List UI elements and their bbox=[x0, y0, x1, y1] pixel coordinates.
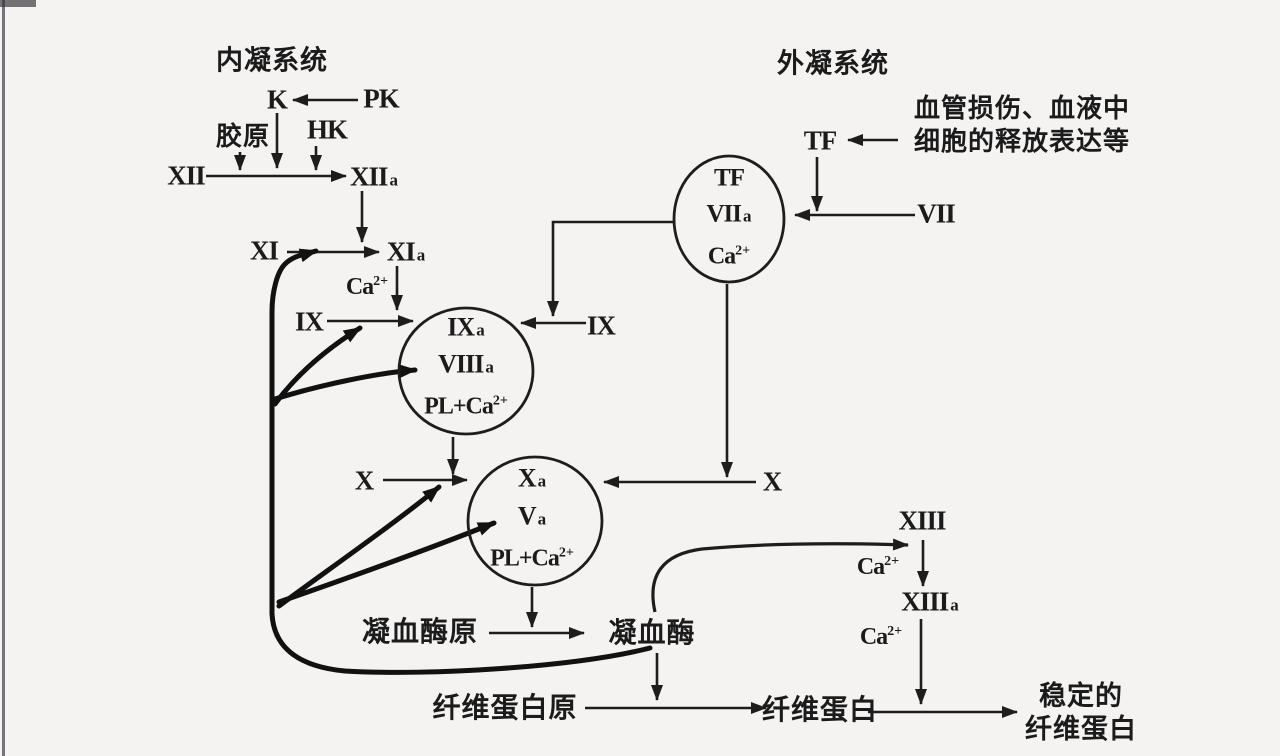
ca2-label-xiiia: Ca2+ bbox=[859, 624, 903, 650]
factor-vii-label: VII bbox=[917, 198, 956, 229]
feedback-trunk-thrombin-to-xi bbox=[269, 248, 653, 675]
pl-ca2-label-prothrombinase: PL+Ca2+ bbox=[490, 545, 574, 572]
stable-fibrin-label: 稳定的 纤维蛋白 bbox=[1025, 680, 1137, 746]
factor-xi-label: XI bbox=[249, 235, 279, 266]
intrinsic-system-title: 内凝系统 bbox=[216, 45, 328, 76]
vessel-injury-line2: 细胞的释放表达等 bbox=[913, 126, 1131, 156]
tf-in-circle-label: TF bbox=[714, 164, 745, 192]
hk-label: HK bbox=[306, 114, 348, 145]
vessel-injury-text: 血管损伤、血液中 细胞的释放表达等 bbox=[914, 92, 1130, 158]
fibrin-label: 纤维蛋白 bbox=[761, 694, 879, 725]
vessel-injury-line1: 血管损伤、血液中 bbox=[913, 93, 1131, 123]
factor-xii-label: XII bbox=[167, 160, 206, 191]
arrow-tfcircle-to-ix bbox=[547, 220, 674, 317]
thrombin-label: 凝血酶 bbox=[608, 617, 696, 648]
stable-fibrin-line2: 纤维蛋白 bbox=[1025, 714, 1137, 744]
ca2-label-xia: Ca2+ bbox=[345, 274, 389, 300]
scan-edge-smudge bbox=[0, 0, 36, 7]
tenase-circle bbox=[397, 306, 535, 436]
factor-x-left-label: X bbox=[354, 465, 374, 496]
tf-viia-circle bbox=[672, 154, 786, 284]
feedback-branch-to-viiia bbox=[272, 364, 418, 402]
fibrinogen-label: 纤维蛋白原 bbox=[432, 692, 578, 723]
feedback-branch-to-x-arrow bbox=[276, 484, 442, 609]
feedback-branch-to-va bbox=[276, 520, 497, 605]
prothrombinase-circle bbox=[466, 455, 604, 587]
kallikrein-label: K bbox=[266, 84, 288, 115]
collagen-label: 胶原 bbox=[215, 121, 271, 151]
factor-x-right-label: X bbox=[762, 466, 782, 497]
arrow-thrombin-to-xiii-curve bbox=[651, 538, 909, 613]
prekallikrein-label: PK bbox=[363, 83, 399, 114]
pl-ca2-label-tenase: PL+Ca2+ bbox=[424, 393, 508, 420]
factor-xiii-label: XIII bbox=[898, 505, 946, 536]
factor-ix-left-label: IX bbox=[294, 306, 324, 337]
extrinsic-system-title: 外凝系统 bbox=[777, 48, 889, 79]
factor-ix-right-label: IX bbox=[586, 310, 616, 341]
prothrombin-label: 凝血酶原 bbox=[361, 616, 479, 647]
stable-fibrin-line1: 稳定的 bbox=[1039, 681, 1123, 711]
scan-edge-line bbox=[2, 0, 5, 756]
ca2-label-xiii: Ca2+ bbox=[856, 554, 900, 580]
tissue-factor-label: TF bbox=[803, 125, 838, 156]
ca2-label-tfcircle: Ca2+ bbox=[707, 243, 751, 270]
